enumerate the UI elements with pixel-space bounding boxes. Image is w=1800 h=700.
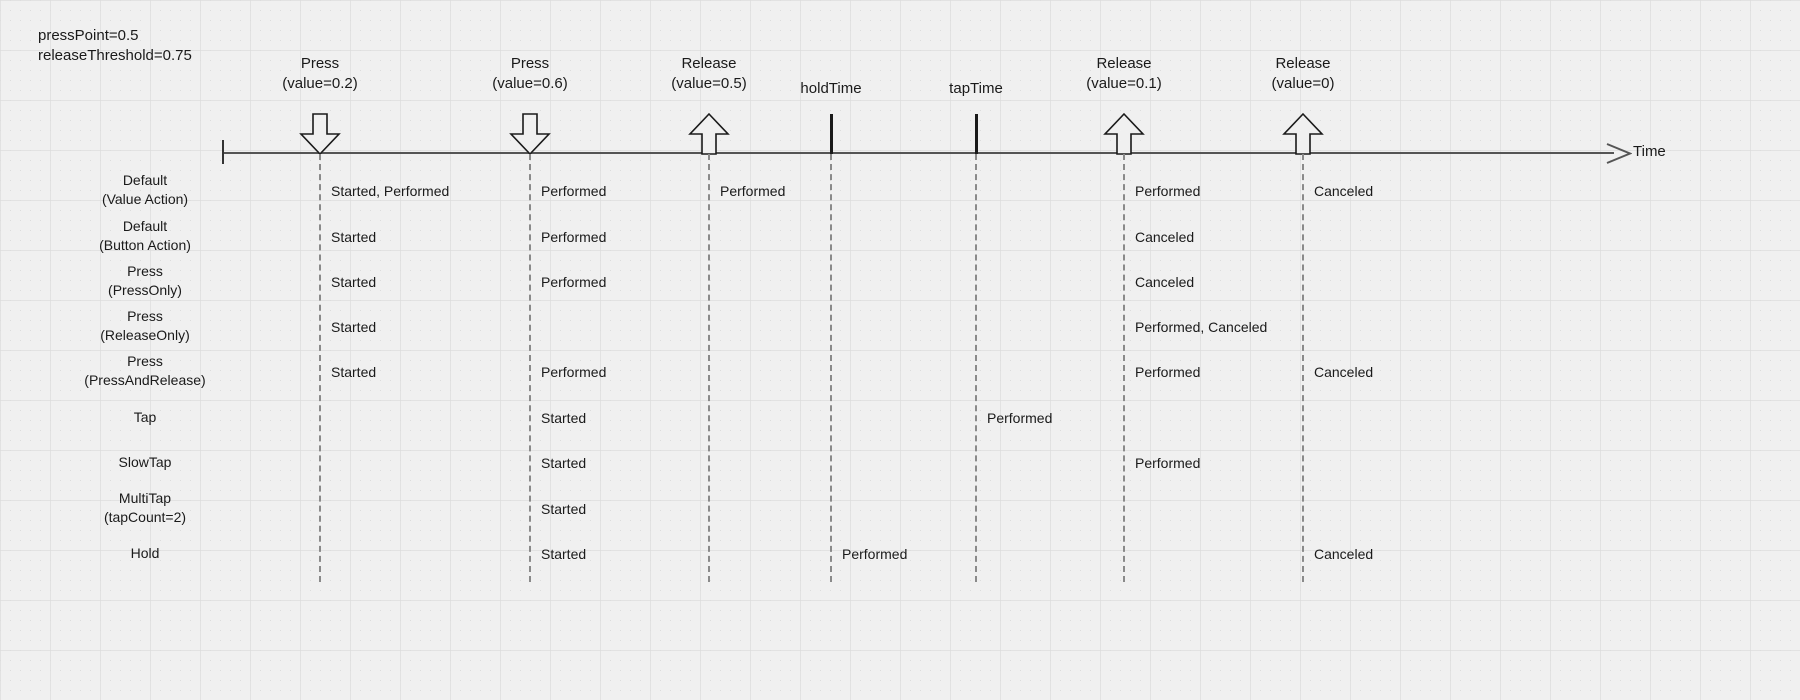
time-axis-line: [222, 152, 1614, 154]
release-arrow-up-icon-release-01: [1102, 112, 1146, 156]
row-label-press-releaseonly: Press (ReleaseOnly): [100, 308, 190, 343]
row-label-default-value-action: Default (Value Action): [101, 172, 189, 207]
cell-default-value-action-release-0: Canceled: [1314, 183, 1374, 199]
event-label-press-02: Press (value=0.2): [282, 55, 358, 92]
event-label-release-0: Release (value=0): [1271, 55, 1335, 92]
press-arrow-down-icon-press-06: [508, 112, 552, 156]
cell-slowtap-release-01: Performed: [1135, 455, 1201, 471]
guide-line-taptime: [975, 154, 977, 582]
row-label-press-pressandrelease: Press (PressAndRelease): [84, 353, 206, 388]
guide-line-release-0: [1302, 154, 1304, 582]
cell-press-pressandrelease-release-01: Performed: [1135, 364, 1201, 380]
event-label-release-05: Release (value=0.5): [671, 55, 747, 92]
cell-press-releaseonly-release-01: Performed, Canceled: [1135, 319, 1268, 335]
cell-press-releaseonly-press-02: Started: [331, 319, 377, 335]
cell-press-pressonly-press-06: Performed: [541, 274, 607, 290]
cell-default-button-action-release-01: Canceled: [1135, 229, 1195, 245]
guide-line-press-06: [529, 154, 531, 582]
cell-hold-release-0: Canceled: [1314, 546, 1374, 562]
event-label-release-01: Release (value=0.1): [1086, 55, 1162, 92]
release-arrow-up-icon-release-0: [1281, 112, 1325, 156]
event-label-taptime: tapTime: [949, 80, 1003, 97]
cell-default-button-action-press-06: Performed: [541, 229, 607, 245]
cell-default-button-action-press-02: Started: [331, 229, 377, 245]
cell-default-value-action-press-02: Started, Performed: [331, 183, 450, 199]
cell-tap-taptime: Performed: [987, 410, 1053, 426]
release-arrow-up-icon-release-05: [687, 112, 731, 156]
cell-default-value-action-release-05: Performed: [720, 183, 786, 199]
row-label-slowtap: SlowTap: [118, 453, 172, 470]
event-label-press-06: Press (value=0.6): [492, 55, 568, 92]
row-label-hold: Hold: [130, 544, 160, 561]
row-label-default-button-action: Default (Button Action): [99, 218, 191, 253]
time-axis-start-tick: [222, 140, 224, 164]
row-label-tap: Tap: [133, 408, 157, 425]
event-label-holdtime: holdTime: [800, 80, 862, 97]
cell-press-pressandrelease-release-0: Canceled: [1314, 364, 1374, 380]
guide-line-press-02: [319, 154, 321, 582]
time-tick-icon-holdtime: [829, 114, 833, 154]
row-label-multitap: MultiTap (tapCount=2): [103, 490, 187, 525]
guide-line-release-05: [708, 154, 710, 582]
cell-tap-press-06: Started: [541, 410, 587, 426]
cell-slowtap-press-06: Started: [541, 455, 587, 471]
guide-line-holdtime: [830, 154, 832, 582]
parameters-note: pressPoint=0.5 releaseThreshold=0.75: [38, 27, 192, 64]
time-axis-label: Time: [1633, 143, 1666, 160]
cell-press-pressonly-press-02: Started: [331, 274, 377, 290]
guide-line-release-01: [1123, 154, 1125, 582]
time-tick-icon-taptime: [974, 114, 978, 154]
cell-hold-holdtime: Performed: [842, 546, 908, 562]
cell-hold-press-06: Started: [541, 546, 587, 562]
cell-press-pressonly-release-01: Canceled: [1135, 274, 1195, 290]
cell-default-value-action-press-06: Performed: [541, 183, 607, 199]
row-label-press-pressonly: Press (PressOnly): [108, 263, 182, 298]
cell-press-pressandrelease-press-06: Performed: [541, 364, 607, 380]
cell-multitap-press-06: Started: [541, 501, 587, 517]
cell-default-value-action-release-01: Performed: [1135, 183, 1201, 199]
cell-press-pressandrelease-press-02: Started: [331, 364, 377, 380]
press-arrow-down-icon-press-02: [298, 112, 342, 156]
